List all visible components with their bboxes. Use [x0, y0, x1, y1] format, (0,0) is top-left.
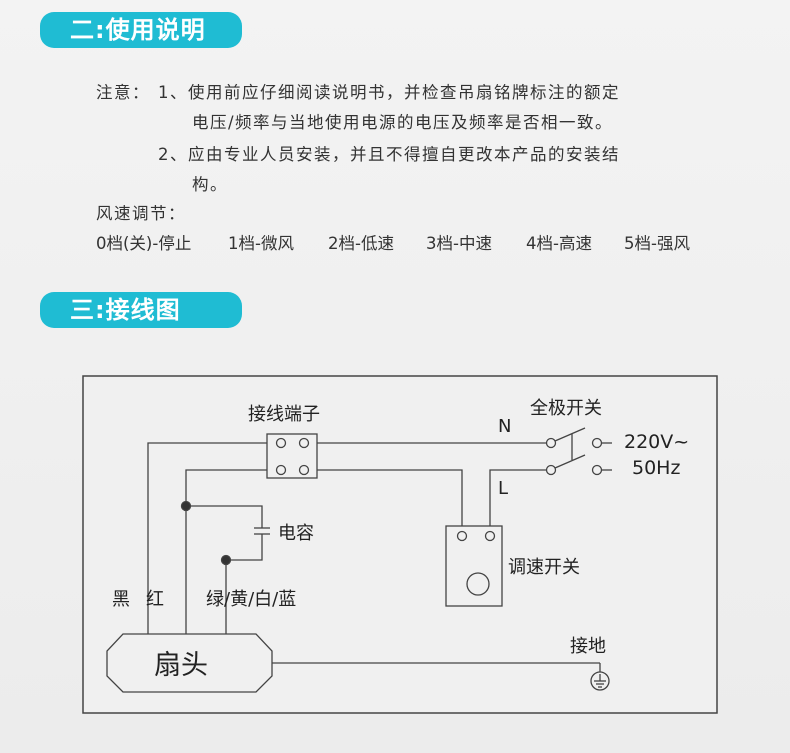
speed-item: 5档-强风 — [624, 234, 690, 253]
frequency-label: 50Hz — [632, 457, 680, 479]
capacitor-label: 电容 — [278, 523, 314, 544]
speed-switch-symbol — [445, 525, 503, 607]
speed-switch-label: 调速开关 — [508, 557, 580, 578]
notes-label: 注意： — [96, 83, 150, 102]
speed-item: 2档-低速 — [328, 234, 394, 253]
main-switch-label: 全极开关 — [530, 398, 602, 419]
voltage-label: 220V~ — [624, 431, 689, 453]
note-1-line-1: 1、使用前应仔细阅读说明书，并检查吊扇铭牌标注的额定 — [158, 83, 620, 102]
neutral-label: N — [498, 416, 511, 437]
wire-black-label: 黑 — [112, 589, 130, 610]
terminal-block — [266, 433, 318, 479]
speed-item: 0档(关)-停止 — [96, 234, 192, 253]
speed-label: 风速调节： — [96, 204, 186, 223]
main-switch-symbol — [545, 427, 612, 476]
note-1-line-2: 电压/频率与当地使用电源的电压及频率是否相一致。 — [192, 113, 614, 132]
speed-item: 1档-微风 — [228, 234, 294, 253]
ground-icon — [590, 671, 610, 691]
live-label: L — [498, 478, 508, 499]
note-2-line-1: 2、应由专业人员安装，并且不得擅自更改本产品的安装结 — [158, 145, 620, 164]
speed-item: 3档-中速 — [426, 234, 492, 253]
junction-dot — [180, 500, 192, 512]
speed-item: 4档-高速 — [526, 234, 592, 253]
section-title-wiring: 三:接线图 — [40, 292, 242, 328]
junction-dot — [220, 554, 232, 566]
wire-red-label: 红 — [146, 589, 164, 610]
wires — [147, 442, 601, 672]
note-2-line-2: 构。 — [192, 175, 228, 194]
fan-head-symbol — [106, 633, 273, 693]
wire-other-label: 绿/黄/白/蓝 — [206, 589, 296, 610]
terminal-block-label: 接线端子 — [248, 404, 320, 425]
section-title-instructions: 二:使用说明 — [40, 12, 242, 48]
fan-head-label: 扇头 — [154, 650, 208, 681]
ground-label: 接地 — [570, 636, 606, 657]
